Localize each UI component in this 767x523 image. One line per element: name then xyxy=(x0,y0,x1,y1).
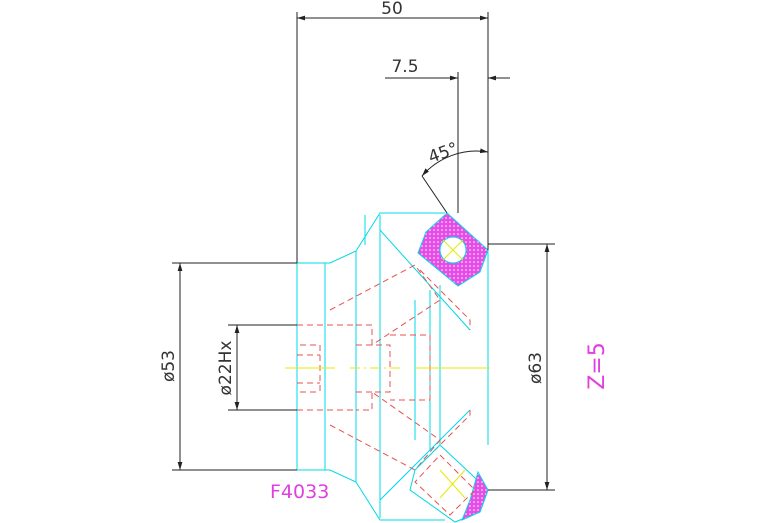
shank-diameter-label: ø53 xyxy=(159,350,179,382)
cutter-outline xyxy=(296,212,489,521)
angle-label: 45° xyxy=(426,139,461,168)
lower-insert xyxy=(409,444,489,523)
dimension-angle: 45° xyxy=(421,139,489,214)
upper-insert xyxy=(417,212,489,287)
cutter-diameter-label: ø63 xyxy=(526,352,546,384)
offset-label: 7.5 xyxy=(391,57,418,77)
dimension-shank-diameter: ø53 xyxy=(159,262,297,471)
dimension-offset: 7.5 xyxy=(385,57,510,213)
overall-length-label: 50 xyxy=(381,0,403,19)
dimension-bore-diameter: ø22Hx xyxy=(216,324,297,411)
part-number-label: F4033 xyxy=(270,481,329,503)
bore-diameter-label: ø22Hx xyxy=(216,341,236,396)
tooth-count-label: Z=5 xyxy=(585,342,610,390)
dimension-cutter-diameter: ø63 xyxy=(488,243,555,491)
dimension-overall-length: 50 xyxy=(296,0,489,263)
